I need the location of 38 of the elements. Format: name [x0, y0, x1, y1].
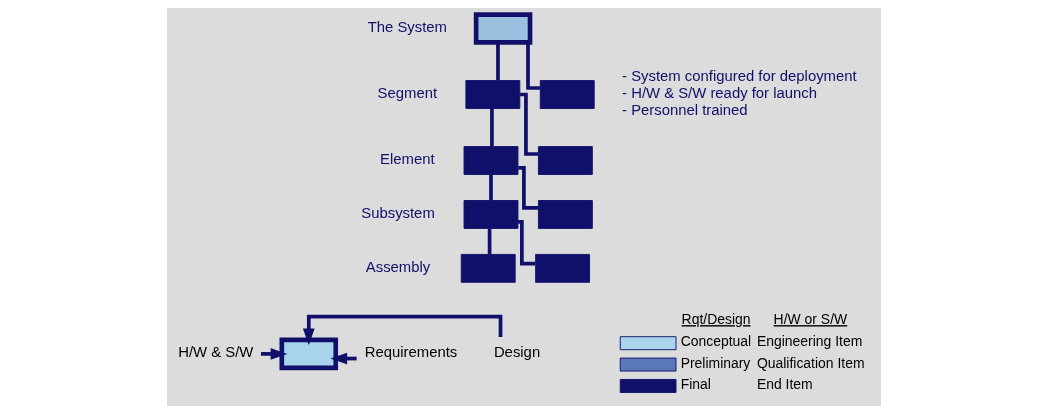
node-box	[279, 337, 338, 371]
connector	[517, 166, 538, 210]
label: Segment	[377, 85, 437, 102]
connector	[517, 220, 535, 266]
arrow	[260, 348, 287, 360]
label: Element	[379, 151, 435, 168]
label: - H/W & S/W ready for launch	[621, 85, 817, 102]
node-box	[464, 80, 520, 109]
node-box	[539, 80, 595, 109]
node-box	[537, 200, 593, 229]
label: H/W or S/W	[773, 311, 847, 328]
node-box	[460, 253, 516, 283]
connector	[488, 174, 493, 201]
node-text: Requirements	[364, 344, 457, 361]
node-box	[463, 146, 518, 175]
label: - System configured for deployment	[621, 68, 857, 85]
label: Subsystem	[360, 204, 435, 221]
legend-label: Preliminary	[680, 354, 750, 371]
label: Qualification Item	[756, 354, 865, 371]
connector	[495, 42, 500, 81]
connector	[519, 92, 538, 156]
node-box	[473, 12, 532, 45]
connector	[487, 228, 491, 255]
node-box	[534, 253, 590, 283]
node-text: Design	[493, 344, 540, 361]
node-box	[463, 200, 518, 229]
legend-label: Conceptual	[680, 333, 751, 350]
label: End Item	[756, 376, 813, 393]
connector	[489, 108, 494, 147]
label: Engineering Item	[756, 333, 862, 350]
label: Assembly	[365, 258, 430, 275]
node-text: H/W & S/W	[177, 344, 253, 361]
legend-label: Final	[680, 376, 711, 393]
label: Rqt/Design	[681, 311, 751, 328]
label: The System	[367, 19, 447, 36]
connector	[525, 42, 540, 90]
node-box	[537, 146, 593, 175]
label: - Personnel trained	[621, 101, 748, 118]
